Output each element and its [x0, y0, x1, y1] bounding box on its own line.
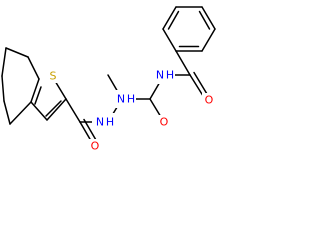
bond	[34, 86, 42, 105]
bond	[162, 28, 177, 52]
bond	[30, 101, 48, 121]
bond	[198, 10, 211, 30]
bond	[3, 100, 11, 125]
molecule-canvas: N H O O N H N H S O	[1, 6, 216, 153]
bond	[193, 71, 210, 98]
atom-hydrazide-nh-right: N H	[113, 90, 136, 108]
atom-carbonyl-o-bottom-label: O	[91, 140, 100, 153]
atom-amide-o: O	[202, 93, 216, 107]
bond	[167, 10, 180, 30]
atom-hydrazide-nh-left: N H	[92, 113, 115, 131]
bond	[201, 6, 216, 30]
atom-carbonyl-o-bottom: O	[88, 139, 102, 153]
bond	[1, 75, 5, 102]
benzene-ring	[162, 6, 216, 52]
bond	[27, 56, 40, 80]
bond	[46, 98, 67, 121]
atom-hydrazide-nh-left-label: N	[96, 116, 104, 129]
atom-hydrazide-nh-left-sub: H	[106, 116, 114, 129]
atom-glycyl-o-label: O	[160, 116, 169, 129]
molecule-structure: N H O O N H N H S O	[1, 6, 216, 153]
bond	[45, 100, 62, 117]
bond	[30, 78, 40, 103]
bond	[162, 6, 177, 30]
bond	[9, 101, 32, 125]
atom-hydrazide-nh-right-label: N	[117, 93, 125, 106]
bond	[175, 50, 191, 76]
bond	[65, 98, 81, 123]
bond	[201, 28, 216, 52]
bond	[1, 47, 7, 77]
atom-thiophene-s-label: S	[50, 70, 57, 83]
atom-thiophene-s: S	[46, 69, 60, 83]
bond	[5, 47, 29, 58]
atom-amide-nh: N H	[153, 66, 175, 84]
atom-glycyl-o: O	[157, 115, 171, 129]
atom-hydrazide-nh-right-sub: H	[127, 93, 135, 106]
atom-amide-nh-label: N	[156, 69, 164, 82]
atom-amide-o-label: O	[205, 94, 214, 107]
atom-amide-nh-sub: H	[166, 69, 174, 82]
